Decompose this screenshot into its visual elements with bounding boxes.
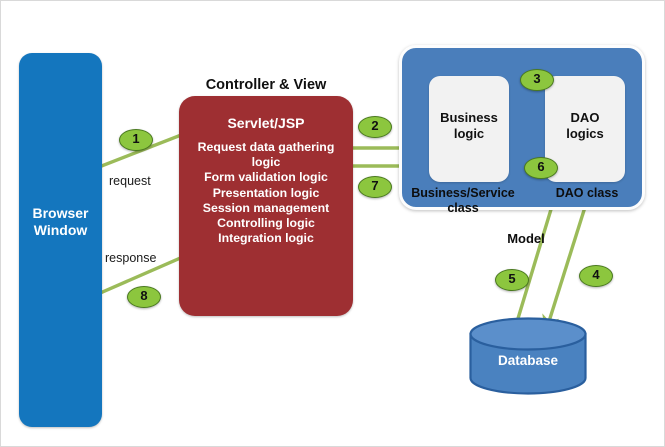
servlet-jsp-title: Servlet/JSP <box>227 115 305 131</box>
step-badge-5: 5 <box>495 269 529 291</box>
response-label: response <box>105 251 157 265</box>
business-logic-label: Business logic <box>429 110 509 142</box>
dao-class-label: DAO class <box>555 186 619 200</box>
step-badge-7: 7 <box>358 176 392 198</box>
database-cylinder-shape <box>469 317 587 395</box>
database-cylinder: Database <box>469 317 587 395</box>
list-item: Request data gathering logic <box>197 140 335 170</box>
servlet-jsp-box: Servlet/JSP Request data gathering logic… <box>179 96 353 316</box>
step-badge-8: 8 <box>127 286 161 308</box>
list-item: Session management <box>202 200 330 215</box>
list-item: Controlling logic <box>217 216 315 231</box>
request-label: request <box>109 174 151 188</box>
list-item: Presentation logic <box>212 185 320 200</box>
dao-logics-label-line1: DAO <box>570 110 600 125</box>
step-badge-4: 4 <box>579 265 613 287</box>
list-item: Form validation logic <box>204 170 328 185</box>
database-label: Database <box>497 353 559 368</box>
step-badge-6: 6 <box>524 157 558 179</box>
dao-logics-label-line2: logics <box>566 126 604 141</box>
controller-view-title: Controller & View <box>205 77 327 93</box>
step-badge-1: 1 <box>119 129 153 151</box>
controller-responsibility-list: Request data gathering logic Form valida… <box>179 140 353 246</box>
business-logic-box: Business logic <box>429 76 509 182</box>
browser-window-label-line1: Browser <box>32 205 89 221</box>
model-label: Model <box>507 231 545 246</box>
business-service-class-label: Business/Service class <box>411 186 515 215</box>
dao-logics-box: DAO logics <box>545 76 625 182</box>
browser-window-label: Browser Window <box>19 205 102 239</box>
business-logic-label-line1: Business <box>440 110 498 125</box>
business-logic-label-line2: logic <box>453 126 485 141</box>
browser-window-label-line2: Window <box>33 222 88 238</box>
model-box: Business logic DAO logics Business/Servi… <box>399 45 645 215</box>
list-item: Integration logic <box>218 231 314 246</box>
browser-window-box: Browser Window <box>19 53 102 427</box>
dao-logics-label: DAO logics <box>545 110 625 142</box>
step-badge-2: 2 <box>358 116 392 138</box>
step-badge-3: 3 <box>520 69 554 91</box>
